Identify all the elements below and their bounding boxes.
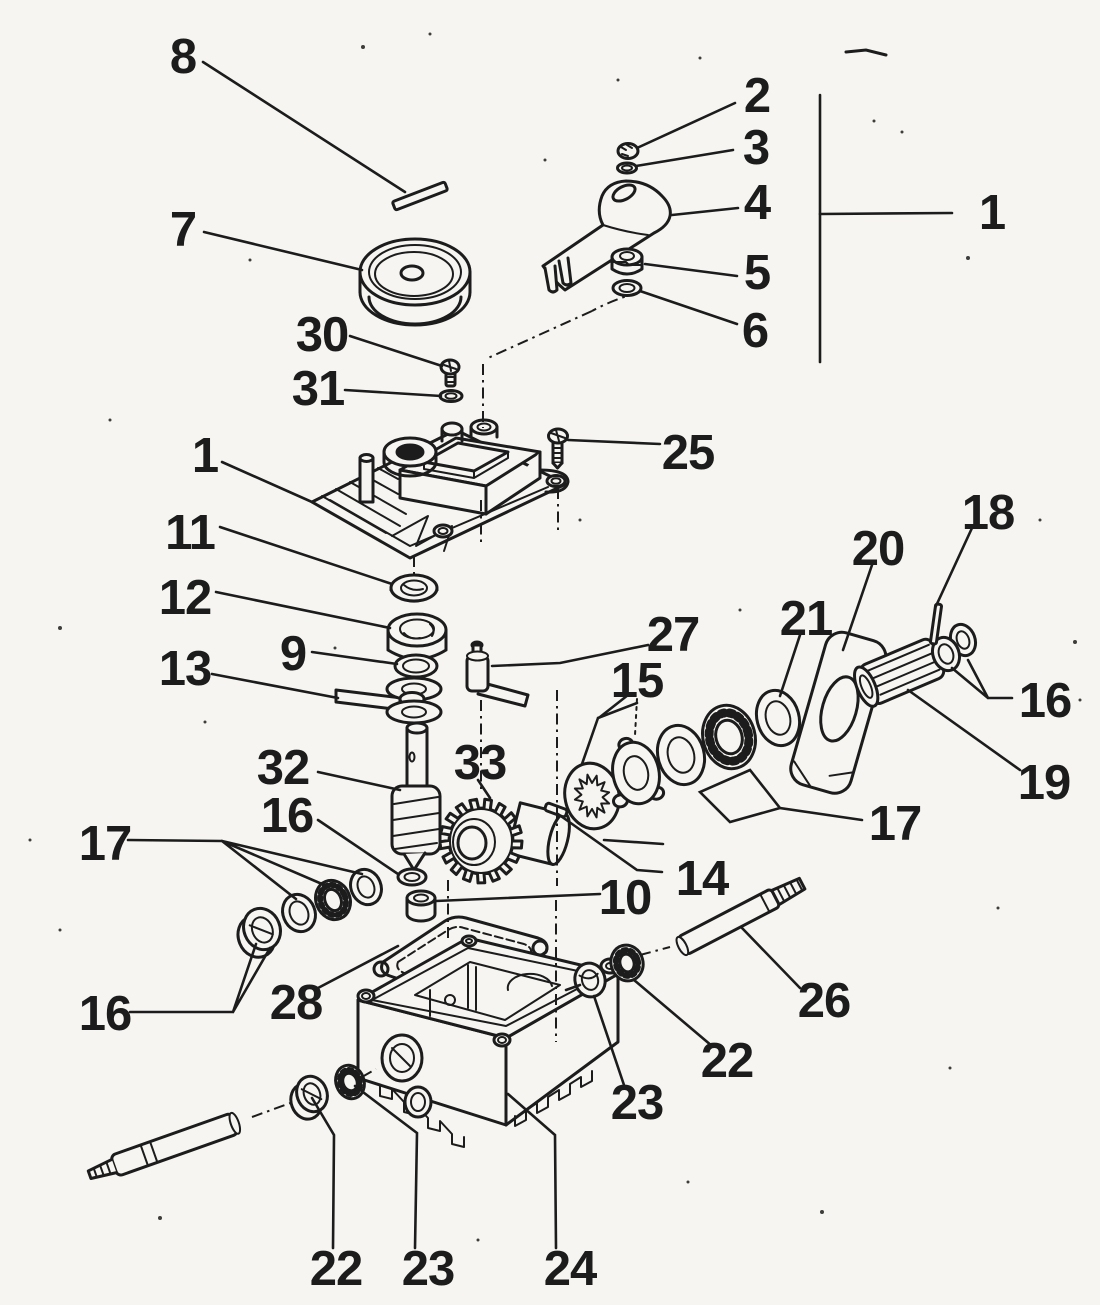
part-shim-ring-21 xyxy=(754,688,802,748)
part-worm-shaft-32 xyxy=(390,721,442,872)
part-label-9: 9 xyxy=(280,627,306,681)
part-washer-key-set-13 xyxy=(334,676,443,725)
part-gasket-plate-20 xyxy=(789,630,888,795)
part-label-8: 8 xyxy=(170,30,196,84)
part-bearing-23-left xyxy=(334,1063,366,1101)
group-bracket-1 xyxy=(818,48,954,364)
part-label-3: 3 xyxy=(743,121,769,175)
part-screw-25 xyxy=(547,427,569,470)
part-retaining-ring-6 xyxy=(611,279,643,297)
part-shift-lever-4 xyxy=(541,179,672,294)
part-seal-22-left xyxy=(289,1074,329,1121)
part-label-13: 13 xyxy=(159,642,212,696)
part-label-22-bottom: 22 xyxy=(310,1242,363,1296)
part-label-17-left: 17 xyxy=(79,817,132,871)
part-pinion-gear-33 xyxy=(438,797,571,885)
part-label-16-right: 16 xyxy=(1019,674,1072,728)
part-label-12: 12 xyxy=(159,571,212,625)
assembly-centerlines xyxy=(251,291,671,1118)
part-label-28: 28 xyxy=(270,976,323,1030)
part-washer-3 xyxy=(616,161,638,175)
part-label-6: 6 xyxy=(742,304,768,358)
part-gear-case-24 xyxy=(356,934,621,1148)
part-ring-17-left-b xyxy=(349,867,383,907)
leader-lines xyxy=(126,60,1022,1250)
part-seal-ring-9 xyxy=(393,653,439,679)
part-washer-16-mid xyxy=(396,867,428,887)
part-label-24: 24 xyxy=(544,1242,597,1296)
part-label-1-bracket: 1 xyxy=(979,186,1005,240)
part-label-19: 19 xyxy=(1018,756,1071,810)
part-screw-30 xyxy=(439,358,461,388)
part-lobed-plate-15 xyxy=(611,736,666,809)
part-label-23-bottom: 23 xyxy=(402,1242,455,1296)
part-label-33: 33 xyxy=(454,736,507,790)
part-label-23-right: 23 xyxy=(611,1076,664,1130)
part-label-22-right: 22 xyxy=(701,1034,754,1088)
part-label-4: 4 xyxy=(744,176,771,230)
part-bearing-11 xyxy=(389,573,439,603)
part-label-15: 15 xyxy=(611,654,664,708)
part-ball-bearing-17 xyxy=(701,703,757,771)
part-label-16-mid: 16 xyxy=(261,789,314,843)
part-seal-23-right xyxy=(573,961,607,999)
part-label-14: 14 xyxy=(676,852,729,906)
part-output-shaft-26 xyxy=(675,876,807,957)
part-washer-16-right-rear xyxy=(948,622,978,658)
part-detent-pin-27 xyxy=(465,640,530,708)
part-spacer-bushing-5 xyxy=(610,247,644,276)
part-label-10: 10 xyxy=(599,871,652,925)
part-label-5: 5 xyxy=(744,246,770,300)
part-label-30: 30 xyxy=(296,308,349,362)
part-label-18: 18 xyxy=(962,486,1015,540)
part-thrust-ring-17 xyxy=(655,723,707,787)
part-washer-31 xyxy=(438,389,464,403)
part-pulley-7 xyxy=(358,237,472,327)
part-roll-pin-8 xyxy=(391,180,449,212)
part-bearing-22-right xyxy=(609,943,645,983)
part-pin-18 xyxy=(929,602,943,646)
part-axle-shaft-left xyxy=(86,1111,242,1180)
part-label-25: 25 xyxy=(662,426,715,480)
part-label-31: 31 xyxy=(292,362,345,416)
part-bearing-cup-12 xyxy=(386,612,448,661)
part-labels: 8 7 2 3 4 5 6 1 30 31 25 1 11 12 9 13 27… xyxy=(79,30,1073,1296)
callout-outline-15 xyxy=(580,701,665,846)
part-label-16-bottom: 16 xyxy=(79,987,132,1041)
part-label-17-right: 17 xyxy=(869,797,922,851)
part-cover-plate-assembly-1 xyxy=(310,418,570,560)
part-cap-nut-2 xyxy=(616,142,640,160)
part-label-26: 26 xyxy=(798,974,851,1028)
part-ring-17-left-a xyxy=(281,892,317,934)
part-label-32: 32 xyxy=(257,741,310,795)
part-label-7: 7 xyxy=(170,203,196,257)
part-label-21: 21 xyxy=(780,592,833,646)
part-splined-coupler-19 xyxy=(853,637,946,708)
part-cup-seal-16-left xyxy=(236,906,282,959)
scan-specks xyxy=(28,32,1082,1242)
part-label-1-plate: 1 xyxy=(192,429,218,483)
part-bushing-10 xyxy=(405,889,437,923)
part-label-2: 2 xyxy=(744,69,770,123)
part-washer-16-right xyxy=(930,635,962,673)
part-label-20: 20 xyxy=(852,522,905,576)
part-label-27: 27 xyxy=(647,608,700,662)
part-label-11: 11 xyxy=(165,506,215,560)
